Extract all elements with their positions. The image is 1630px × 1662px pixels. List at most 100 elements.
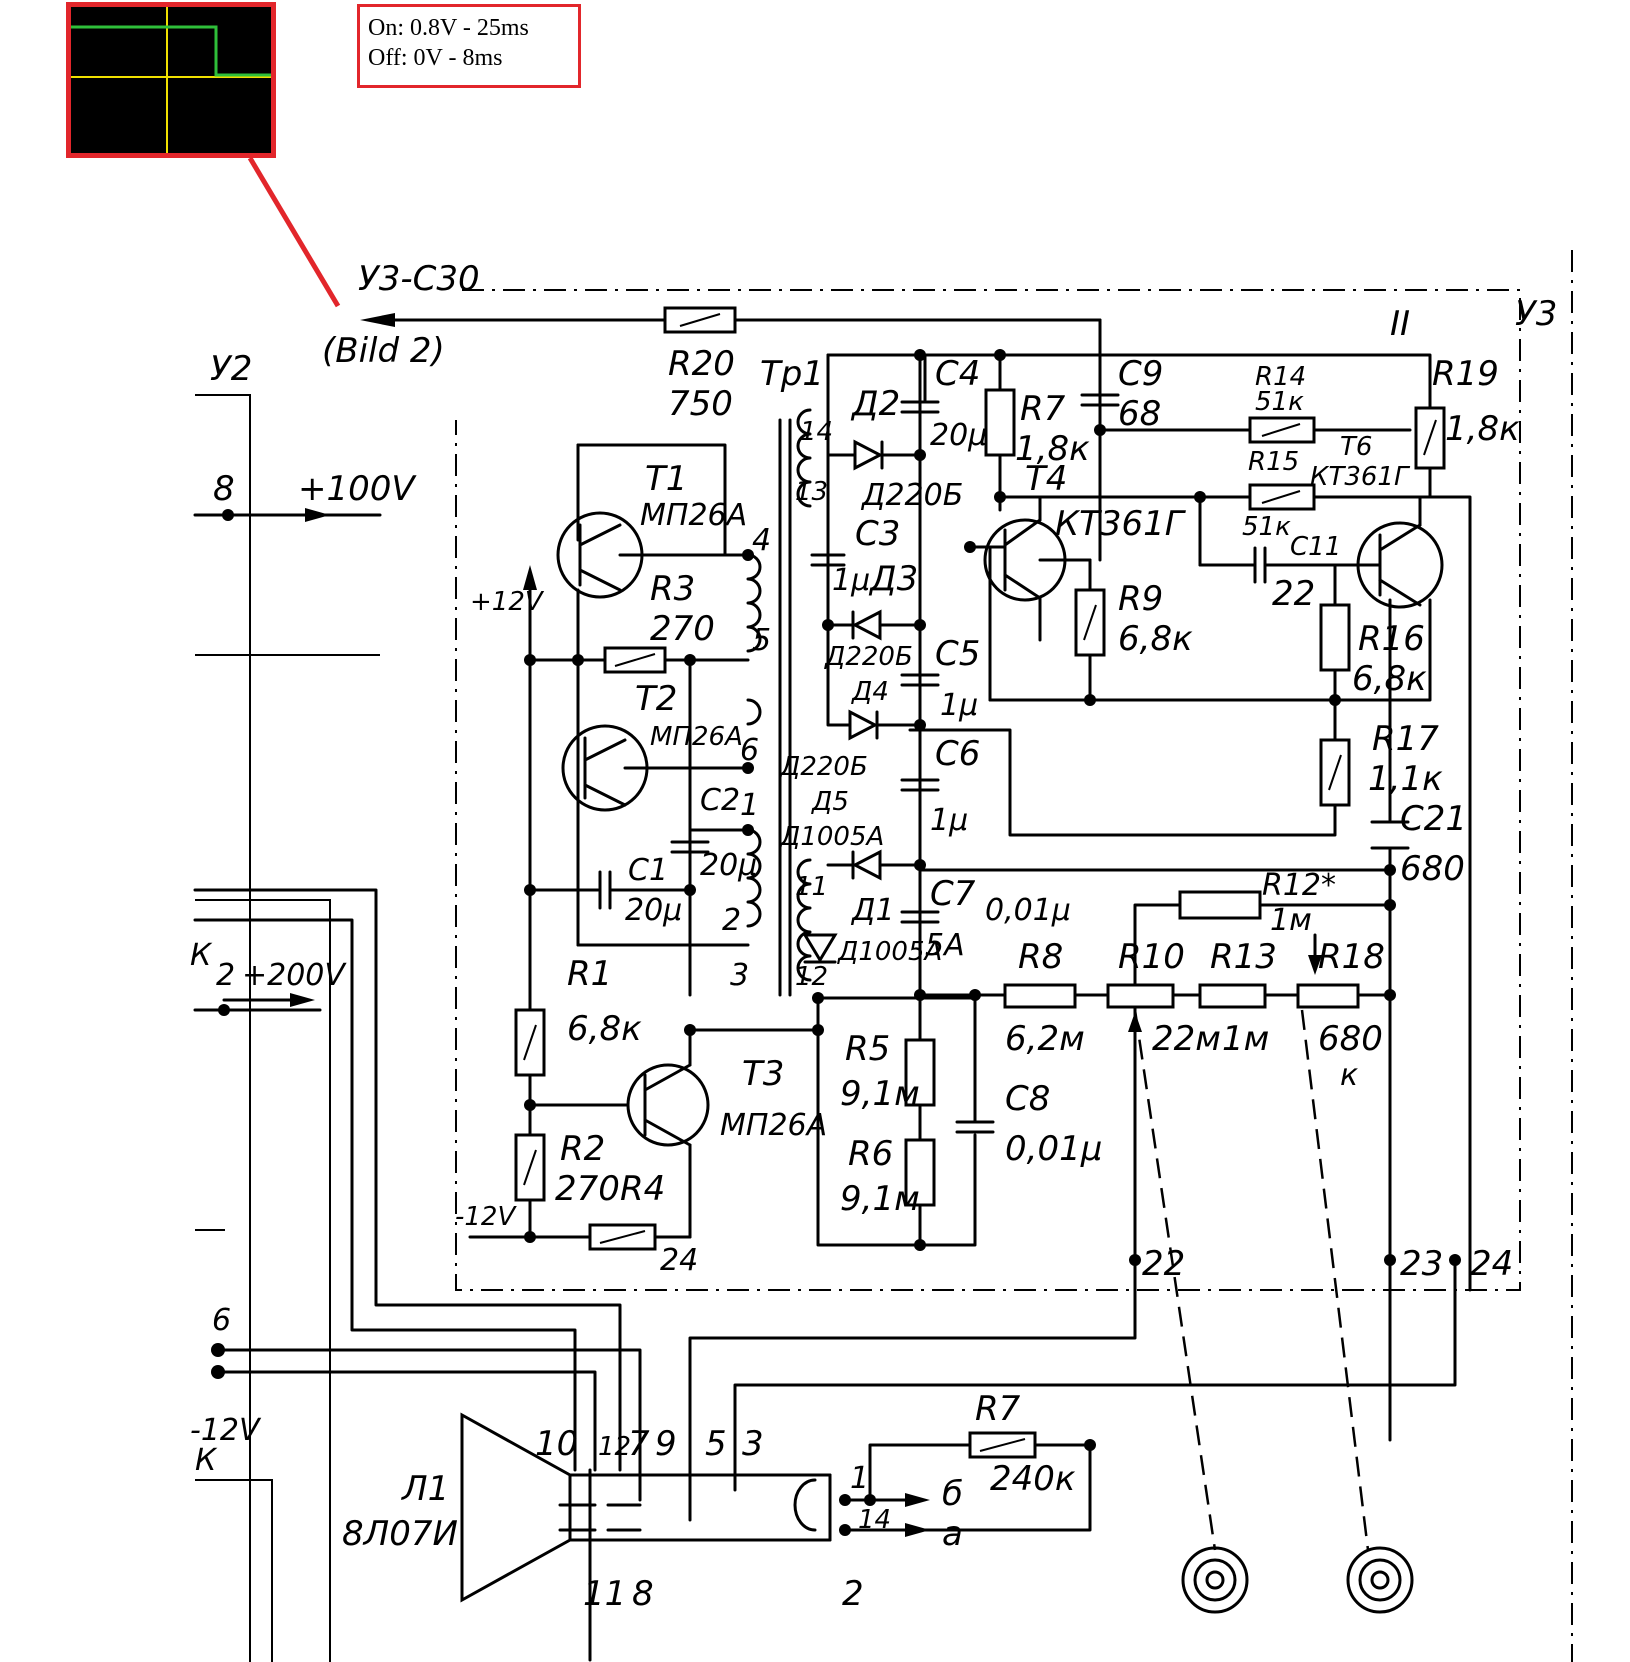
- label-r19: R19: [1432, 354, 1499, 394]
- label-c1v: 20μ: [625, 893, 682, 928]
- signal-ref-line2: (Bild 2): [322, 331, 445, 371]
- label-t2t: МП26А: [650, 722, 743, 752]
- label-u3: У3: [1515, 294, 1557, 334]
- label-w13: 13: [795, 477, 828, 507]
- label-200v: +200V: [242, 958, 347, 993]
- label-d5: Д5: [811, 787, 849, 817]
- label-w12: 12: [795, 962, 828, 992]
- label-l1t: 8Л07И: [342, 1514, 458, 1554]
- resistor-r20: [663, 306, 737, 334]
- on-text: On: 0.8V - 25ms: [368, 15, 529, 41]
- label-t4: T4: [1025, 459, 1067, 499]
- signal-annotation-box: On: 0.8V - 25ms Off: 0V - 8ms: [357, 4, 581, 88]
- label-k2: К: [195, 1443, 218, 1478]
- label-r20v: 750: [668, 384, 733, 424]
- label-pin7: 7: [628, 1424, 650, 1464]
- label-w3: 3: [730, 958, 749, 993]
- resistor-r13: [1198, 983, 1267, 1009]
- label-r9v: 6,8к: [1118, 619, 1193, 659]
- label-r10v: 22м: [1152, 1019, 1221, 1059]
- label-t4t: КТ361Г: [1055, 504, 1187, 544]
- label-p22: 22: [1142, 1244, 1185, 1284]
- scope-waveform: [71, 25, 271, 77]
- label-c4: C4: [935, 354, 980, 394]
- label-r13v: 1м: [1222, 1019, 1269, 1059]
- arrows: [222, 508, 330, 1007]
- rectifier-stack: [802, 353, 995, 1247]
- label-r7b: R7: [975, 1389, 1021, 1429]
- label-d2t: Д220Б: [860, 478, 963, 513]
- label-r16v: 6,8к: [1352, 659, 1427, 699]
- r20-feedback: [360, 306, 1102, 402]
- label-r18k: к: [1340, 1058, 1358, 1093]
- label-c001: 0,01μ: [985, 893, 1071, 928]
- label-r9: R9: [1118, 579, 1163, 619]
- off-text: Off: 0V - 8ms: [368, 45, 503, 71]
- label-pin10: 10: [535, 1424, 578, 1464]
- label-d3: Д3: [868, 559, 918, 599]
- label-ab: б: [942, 1474, 963, 1514]
- label-l1: Л1: [400, 1469, 449, 1509]
- label-pin14: 14: [858, 1505, 891, 1535]
- label-d1: Д1: [850, 893, 895, 928]
- label-c11: C11: [1290, 532, 1341, 562]
- label-w11: 11: [795, 872, 828, 902]
- resistor-r12: [1133, 890, 1392, 1002]
- label-r14: R14: [1255, 362, 1306, 392]
- scope-trace: [71, 7, 271, 153]
- label-r6v: 9,1м: [840, 1179, 920, 1219]
- resistor-r8: [1003, 983, 1077, 1009]
- label-r5v: 9,1м: [840, 1074, 920, 1114]
- label-d4: Д4: [851, 677, 889, 707]
- junction-dots: [211, 349, 1461, 1536]
- resistor-r6: [904, 1138, 936, 1207]
- label-r15v: 51к: [1242, 512, 1291, 542]
- tube-wiring: [193, 513, 1092, 1662]
- label-t3: T3: [742, 1054, 784, 1094]
- label-r7: R7: [1020, 389, 1066, 429]
- label-r12: R12*: [1262, 868, 1336, 903]
- label-c3v: 1μ: [832, 563, 870, 598]
- label-w4: 4: [752, 523, 771, 558]
- oscillator-t1-t2: [528, 443, 750, 997]
- label-r2: R2: [560, 1129, 605, 1169]
- label-t3t: МП26А: [720, 1108, 827, 1143]
- label-r1v: 6,8к: [567, 1009, 642, 1049]
- resistor-r16: [1319, 603, 1351, 672]
- label-r19v: 1,8к: [1445, 409, 1520, 449]
- signal-ref-line1: У3-С30: [358, 259, 480, 299]
- resistor-r18: [1296, 983, 1360, 1009]
- label-w14: 14: [800, 417, 833, 447]
- label-r8: R8: [1018, 937, 1063, 977]
- label-r7v: 1,8к: [1015, 429, 1090, 469]
- label-pin3: 3: [742, 1424, 764, 1464]
- label-t6: T6: [1340, 432, 1372, 462]
- label-r5: R5: [845, 1029, 890, 1069]
- label-pin8b: 8: [632, 1574, 654, 1614]
- label-pin2b: 2: [842, 1574, 864, 1614]
- diode-d1: [802, 933, 838, 963]
- label-c11v: 22: [1272, 574, 1315, 614]
- diode-d3: [851, 609, 882, 641]
- label-pin11: 11: [583, 1574, 626, 1614]
- label-r18v: 680: [1318, 1019, 1383, 1059]
- label-aa: а: [942, 1514, 963, 1554]
- knob-left: [1181, 1546, 1249, 1614]
- label-c5v: 1μ: [940, 688, 978, 723]
- label-r4: R4: [620, 1169, 665, 1209]
- label-c9: C9: [1118, 354, 1163, 394]
- label-t6t: КТ361Г: [1310, 462, 1411, 492]
- label-pin1: 1: [850, 1461, 869, 1496]
- label-c21v: 680: [1400, 849, 1465, 889]
- label-r16: R16: [1358, 619, 1425, 659]
- label-r17v: 1,1к: [1368, 759, 1443, 799]
- transistor-t4: [968, 495, 1432, 702]
- label-c6v: 1μ: [930, 803, 968, 838]
- label-t1: T1: [645, 459, 687, 499]
- transformer-tp1: [746, 408, 812, 997]
- label-c7v: 5А: [925, 928, 965, 963]
- label-r10: R10: [1118, 937, 1185, 977]
- diode-d5: [851, 849, 882, 881]
- module-boundary: [455, 250, 1573, 1662]
